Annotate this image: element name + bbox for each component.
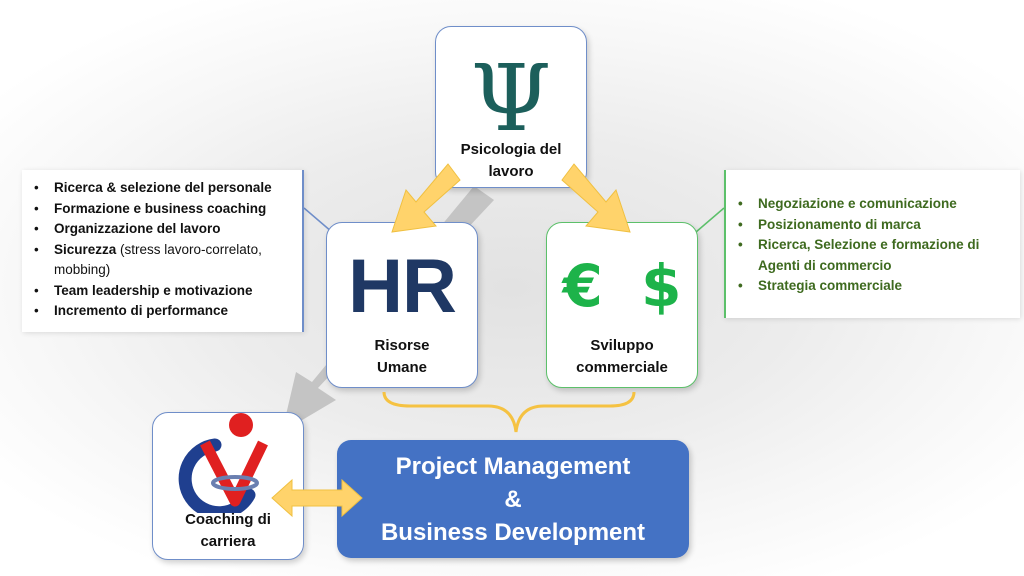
pm-title-line3: Business Development <box>380 519 646 546</box>
coaching-node: Coaching di carriera <box>152 412 304 560</box>
pm-title-line2: & <box>504 486 522 513</box>
list-item: Ricerca, Selezione e formazione di Agent… <box>738 235 1014 276</box>
hr-node: HR Risorse Umane <box>326 222 478 388</box>
psychology-label-line1: Psicologia del <box>460 141 562 158</box>
list-item: Team leadership e motivazione <box>34 281 294 302</box>
psychology-node: Ψ Psicologia del lavoro <box>435 26 587 188</box>
sales-services-panel: Negoziazione e comunicazione Posizioname… <box>724 170 1020 318</box>
coaching-logo-icon <box>178 413 268 513</box>
hr-services-list: Ricerca & selezione del personale Formaz… <box>30 178 294 322</box>
connector-right-panel <box>695 207 725 233</box>
list-item: Incremento di performance <box>34 301 294 322</box>
list-item: Formazione e business coaching <box>34 199 294 220</box>
hr-services-panel: Ricerca & selezione del personale Formaz… <box>22 170 304 332</box>
list-item: Negoziazione e comunicazione <box>738 194 1014 215</box>
arrow-psy-to-sales <box>561 163 631 233</box>
arrow-psy-to-hr <box>391 163 461 233</box>
project-management-box: Project Management & Business Developmen… <box>337 440 689 558</box>
hr-logo: HR <box>348 244 457 329</box>
list-item: Sicurezza (stress lavoro-correlato, mobb… <box>34 240 294 281</box>
list-item: Posizionamento di marca <box>738 215 1014 236</box>
double-arrow-coach-pm <box>271 478 363 518</box>
sales-node: € $ Sviluppo commerciale <box>546 222 698 388</box>
sales-services-list: Negoziazione e comunicazione Posizioname… <box>734 194 1014 297</box>
hr-label-line1: Risorse <box>374 337 430 354</box>
coaching-label-line1: Coaching di <box>185 511 271 528</box>
coaching-label-line2: carriera <box>200 533 256 550</box>
sales-label-line2: commerciale <box>576 359 668 376</box>
currency-icon: € $ <box>562 252 682 320</box>
list-item: Strategia commerciale <box>738 276 1014 297</box>
pm-title-line1: Project Management <box>395 453 631 480</box>
list-item: Organizzazione del lavoro <box>34 219 294 240</box>
brace-hr-sales <box>382 391 636 433</box>
hr-label-line2: Umane <box>376 359 428 376</box>
list-item: Ricerca & selezione del personale <box>34 178 294 199</box>
connector-left-panel <box>303 207 333 233</box>
sales-label-line1: Sviluppo <box>590 337 654 354</box>
psi-icon: Ψ <box>470 45 552 152</box>
psychology-label-line2: lavoro <box>488 163 534 180</box>
